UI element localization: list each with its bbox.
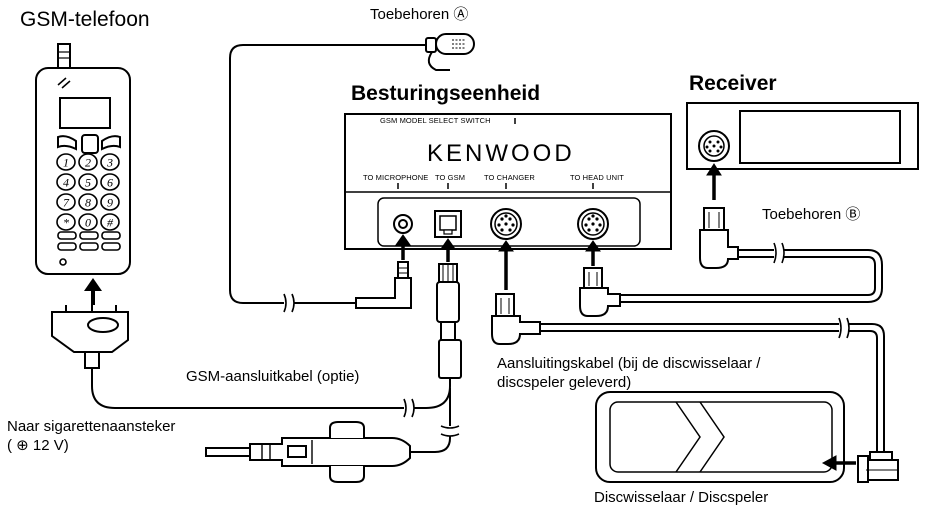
keypad-key-outline (78, 153, 98, 171)
cigarette-label-line2: ( ⊕ 12 V) (7, 437, 69, 454)
keypad-key-outline (56, 213, 76, 231)
keypad-key-outline (100, 153, 120, 171)
head-unit-plug (579, 267, 621, 317)
keypad-key: 5 (85, 176, 91, 190)
arrow-up-to-receiver (706, 163, 722, 200)
changer-port (490, 208, 522, 240)
microphone (425, 33, 475, 71)
keypad-key: 1 (63, 156, 69, 170)
receiver-box (686, 102, 919, 170)
keypad-key: * (63, 216, 69, 230)
arrows-into-control-unit (395, 234, 601, 290)
changer-end-plug (857, 451, 899, 483)
port-label-changer: TO CHANGER (484, 173, 535, 182)
port-label-head-unit: TO HEAD UNIT (570, 173, 624, 182)
connection-cable-label-line2: discspeler geleverd) (497, 374, 632, 391)
cable-break-marks (283, 242, 850, 437)
keypad-key: 4 (63, 176, 69, 190)
connection-cable-label-line1: Aansluitingskabel (bij de discwisselaar … (497, 355, 761, 372)
accessory-b-plug (699, 207, 739, 269)
phone-soft-keys (57, 231, 121, 266)
keypad-key: 8 (85, 196, 91, 210)
cigarette-label-line1: Naar sigarettenaansteker (7, 418, 176, 435)
arrow-up-to-phone (84, 278, 102, 305)
keypad-key-outline (56, 193, 76, 211)
kenwood-logo: KENWOOD (427, 140, 575, 167)
phone-adapter (51, 305, 129, 369)
keypad-key-outline (56, 173, 76, 191)
microphone-plug (355, 261, 412, 309)
receiver-label: Receiver (689, 72, 777, 95)
gsm-phone-label: GSM-telefoon (20, 8, 150, 31)
keypad-key: 2 (85, 156, 91, 170)
accessory-a-label: Toebehoren Ⓐ (370, 6, 469, 23)
cigarette-lighter-plug (205, 421, 411, 483)
phone-keypad: 1 2 3 4 5 6 7 8 9 * 0 # (56, 153, 120, 231)
gsm-cable-label: GSM-aansluitkabel (optie) (186, 368, 360, 385)
cables (91, 44, 885, 453)
control-unit-label: Besturingseenheid (351, 82, 541, 105)
keypad-key-outline (100, 193, 120, 211)
keypad-key: 3 (106, 156, 113, 170)
keypad-key-outline (78, 213, 98, 231)
gsm-port (434, 210, 462, 238)
disc-changer (595, 391, 845, 483)
microphone-port (393, 214, 413, 234)
gsm-modular-plug (436, 263, 462, 379)
keypad-key: # (107, 216, 114, 230)
keypad-key: 9 (107, 196, 113, 210)
keypad-key: 6 (107, 176, 113, 190)
keypad-key-outline (100, 173, 120, 191)
port-label-gsm: TO GSM (435, 173, 466, 182)
arrow-into-changer (821, 455, 856, 471)
changer-plug (491, 293, 541, 345)
keypad-key-outline (78, 193, 98, 211)
keypad-key-outline (56, 153, 76, 171)
changer-label: Discwisselaar / Discspeler (594, 489, 769, 506)
gsm-select-switch-label: GSM MODEL SELECT SWITCH (380, 116, 491, 125)
head-unit-port (577, 208, 609, 240)
keypad-key: 7 (63, 196, 70, 210)
keypad-key: 0 (85, 216, 91, 230)
keypad-key-outline (100, 213, 120, 231)
accessory-b-label: Toebehoren Ⓑ (762, 206, 861, 223)
port-label-microphone: TO MICROPHONE (363, 173, 429, 182)
keypad-key-outline (78, 173, 98, 191)
